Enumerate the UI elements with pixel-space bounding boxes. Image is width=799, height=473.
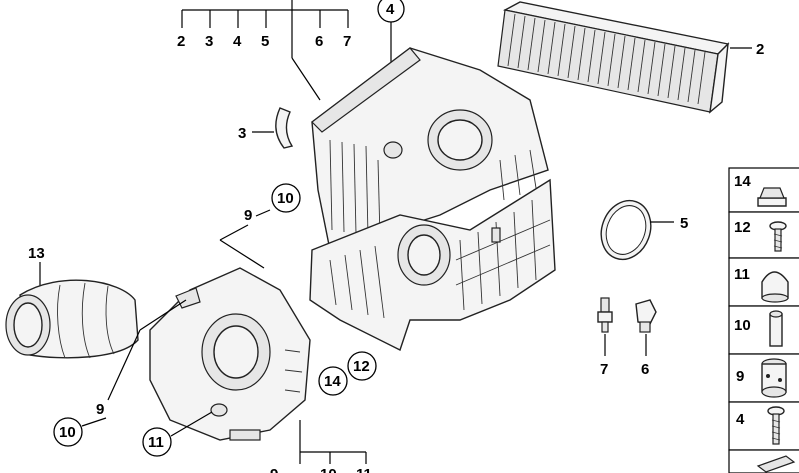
callout-circle-10-upper: [271, 183, 301, 213]
top-callout-bracket: [181, 0, 349, 101]
screw-icon: [769, 221, 787, 252]
hardware-legend: 14 12 11 10 9: [728, 167, 799, 473]
cap-icon: [761, 271, 789, 303]
callout-circle-11: [142, 427, 172, 457]
fitting-part: [635, 299, 657, 333]
gasket-strip-icon: [756, 455, 796, 473]
callout-circle-10-lower: [53, 417, 83, 447]
bolt-icon: [767, 406, 785, 445]
sleeve-icon: [769, 310, 783, 347]
legend-number-14: 14: [734, 173, 751, 190]
callout-top-3: 3: [205, 33, 213, 50]
sensor-part: [597, 297, 613, 333]
clip-nut-icon: [757, 187, 787, 207]
intake-duct: [5, 279, 139, 359]
callout-2: 2: [756, 41, 764, 58]
callout-5: 5: [680, 215, 688, 232]
callout-top-5: 5: [261, 33, 269, 50]
callout-circle-12: [347, 351, 377, 381]
air-filter-housing-lower: [309, 178, 556, 351]
callout-bottom-11: 11: [356, 466, 372, 473]
legend-row-4: [728, 401, 799, 451]
callout-14-label: 14: [324, 373, 341, 390]
bottom-callout-bracket: [299, 420, 367, 464]
callout-12-label: 12: [353, 358, 370, 375]
callout-7: 7: [600, 361, 608, 378]
callout-13: 13: [28, 245, 45, 262]
callout-11-label: 11: [148, 434, 164, 451]
callout-6: 6: [641, 361, 649, 378]
callout-4-label: 4: [386, 1, 395, 18]
legend-row-12: [728, 211, 799, 259]
callout-top-4: 4: [233, 33, 242, 50]
callout-top-6: 6: [315, 33, 323, 50]
callout-bottom-9: 9: [270, 466, 278, 473]
legend-number-10: 10: [734, 317, 751, 334]
legend-row-partial: [728, 449, 799, 473]
legend-number-11: 11: [734, 266, 750, 283]
air-filter-element: [497, 1, 730, 114]
legend-row-10: [728, 305, 799, 355]
callout-9-lower: 9: [96, 401, 104, 418]
clip-part: [275, 107, 294, 149]
legend-number-4: 4: [736, 411, 745, 428]
legend-number-9: 9: [736, 368, 744, 385]
legend-number-12: 12: [734, 219, 751, 236]
callout-3: 3: [238, 125, 246, 142]
callout-10-upper-label: 10: [277, 190, 294, 207]
callout-9-upper: 9: [244, 207, 252, 224]
callout-bottom-10: 10: [320, 466, 337, 473]
callout-top-7: 7: [343, 33, 351, 50]
callout-circle-14: [318, 366, 348, 396]
inlet-housing: [149, 267, 311, 441]
callout-top-2: 2: [177, 33, 185, 50]
callout-10-lower-label: 10: [59, 424, 76, 441]
air-filter-housing: [311, 47, 549, 251]
grommet-icon: [761, 358, 787, 398]
